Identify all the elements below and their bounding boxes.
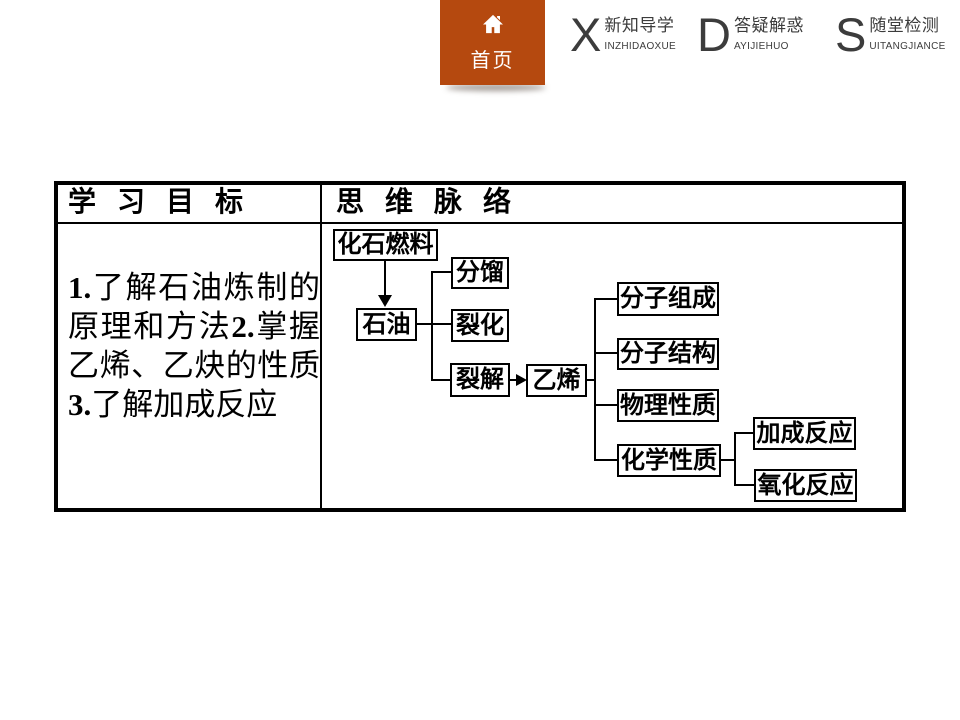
arrowhead-right-icon [516, 374, 527, 386]
node-chemical-properties: 化学性质 [617, 444, 721, 477]
objective-text: 了解石油炼制的原理和方法 [68, 270, 320, 344]
nav-item-title: 答疑解惑 [733, 16, 804, 35]
nav-item-subtitle: INZHIDAOXUE [604, 41, 676, 52]
nav-item-subtitle: AYIJIEHUO [733, 41, 789, 52]
node-petroleum: 石油 [356, 308, 417, 341]
home-button-shadow [446, 84, 546, 91]
nav-item-xinzhidaoxue[interactable]: X 新知导学 INZHIDAOXUE [570, 8, 676, 61]
node-pyrolysis: 裂解 [450, 363, 510, 397]
nav-initial-letter: S [835, 8, 867, 61]
node-oxidation-reaction: 氧化反应 [754, 469, 857, 502]
connector-to-structure [594, 352, 617, 354]
nav-item-subtitle: UITANGJIANCE [869, 41, 946, 52]
connector-to-liejie [431, 379, 450, 381]
learning-goals-table [54, 181, 906, 512]
nav-item-suitangjiance[interactable]: S 随堂检测 UITANGJIANCE [835, 8, 946, 61]
objective-number: 3. [68, 387, 92, 422]
nav-item-title: 随堂检测 [869, 16, 940, 35]
connector-ethylene-right [587, 379, 596, 381]
node-molecular-structure: 分子结构 [617, 338, 719, 370]
connector-to-fenliu [431, 271, 451, 273]
node-fossil-fuel: 化石燃料 [333, 229, 438, 261]
connector-to-composition [594, 298, 617, 300]
node-addition-reaction: 加成反应 [753, 417, 856, 450]
connector-chemical-right [721, 459, 735, 461]
table-column-divider [320, 185, 322, 508]
nav-item-dayijiehuo[interactable]: D 答疑解惑 AYIJIEHUO [697, 8, 804, 61]
objective-text: 了解加成反应 [91, 387, 278, 422]
connector-to-physical [594, 404, 617, 406]
node-fractional-distillation: 分馏 [451, 257, 509, 289]
table-header-mind-map: 思 维 脉 络 [336, 187, 519, 218]
connector-liejie-to-ethylene [510, 379, 518, 381]
objective-text: 掌握乙烯、乙炔的性质 [68, 309, 321, 383]
connector-fossil-to-petroleum [384, 261, 386, 298]
node-cracking: 裂化 [451, 309, 509, 342]
table-header-learning-goals: 学 习 目 标 [68, 187, 251, 218]
arrowhead-down-icon [378, 295, 392, 307]
home-icon [482, 14, 504, 38]
objective-number: 2. [231, 309, 255, 344]
connector-to-oxidation [734, 484, 754, 486]
nav-item-title: 新知导学 [604, 16, 675, 35]
branch-line-ethylene [594, 298, 596, 461]
branch-line-chemical [734, 432, 736, 486]
connector-to-addition [734, 432, 753, 434]
nav-initial-letter: X [570, 8, 602, 61]
connector-petroleum-right [417, 323, 451, 325]
table-header-divider [56, 222, 902, 224]
node-molecular-composition: 分子组成 [617, 282, 719, 316]
connector-to-chemical [594, 459, 617, 461]
node-physical-properties: 物理性质 [617, 389, 719, 422]
nav-initial-letter: D [697, 8, 731, 61]
branch-line-petroleum [431, 271, 433, 381]
node-ethylene: 乙烯 [526, 364, 587, 397]
learning-objectives-list: 1.了解石油炼制的原理和方法2.掌握乙烯、乙炔的性质 3.了解加成反应 [68, 268, 320, 424]
home-button[interactable]: 首页 [440, 0, 545, 85]
home-button-label: 首页 [470, 50, 515, 72]
objective-number: 1. [68, 270, 92, 305]
